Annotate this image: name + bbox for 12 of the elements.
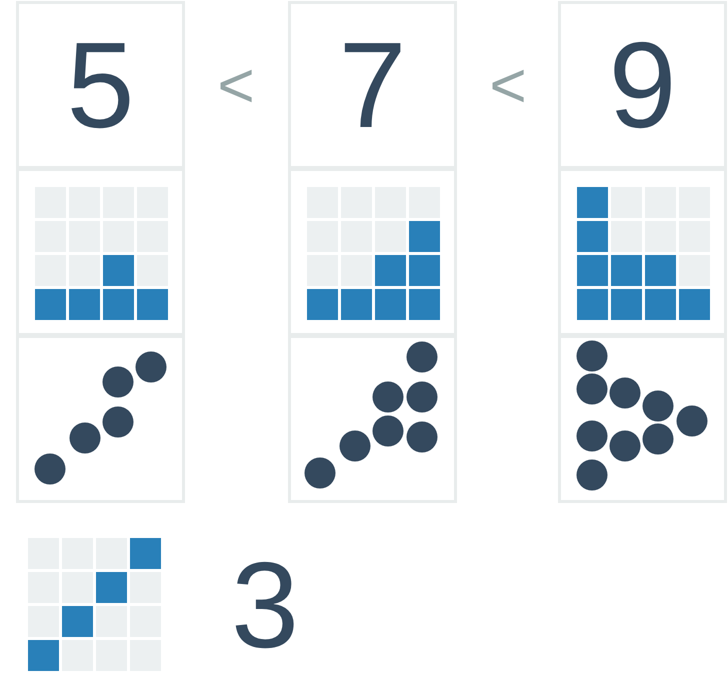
number-text: 3 bbox=[231, 544, 299, 666]
dot-card bbox=[288, 335, 457, 503]
number-text: 9 bbox=[608, 24, 676, 146]
grid-card bbox=[16, 168, 185, 336]
grid-card bbox=[288, 168, 457, 336]
less-than-sign: < bbox=[217, 53, 255, 117]
grid-card bbox=[558, 168, 727, 336]
number-text: 7 bbox=[338, 24, 406, 146]
dot-card bbox=[16, 335, 185, 503]
dot-card bbox=[558, 335, 727, 503]
less-than-sign: < bbox=[489, 53, 527, 117]
number-text: 5 bbox=[66, 24, 134, 146]
